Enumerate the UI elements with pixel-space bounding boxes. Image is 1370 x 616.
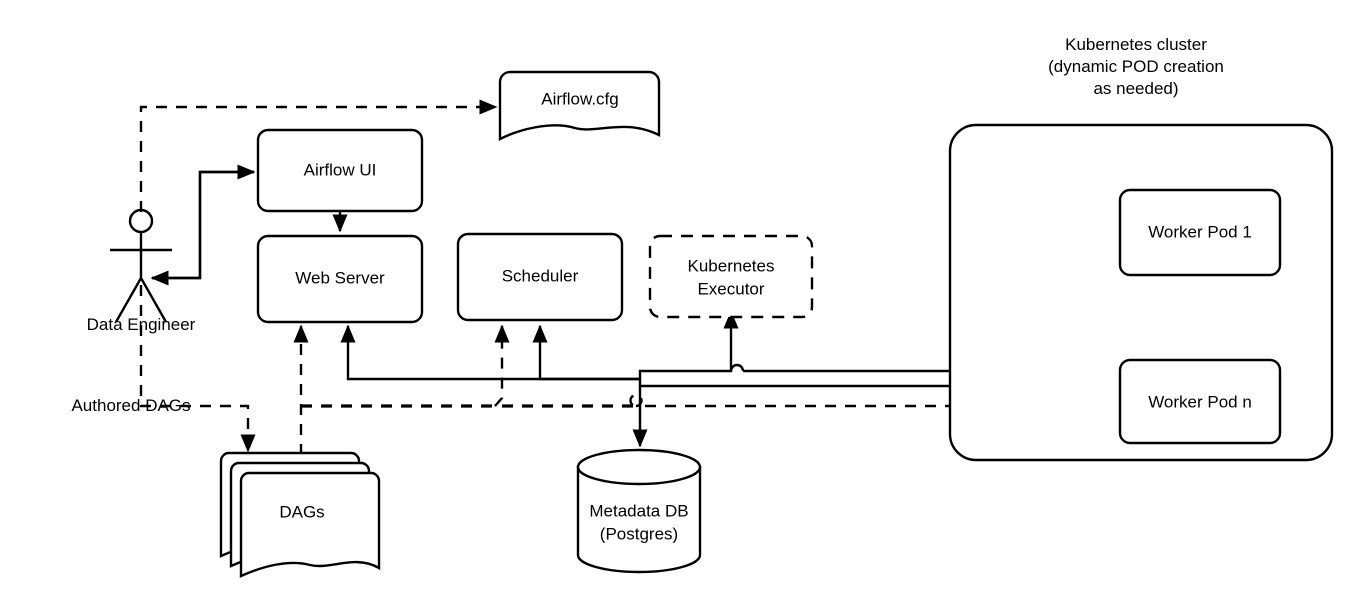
kubernetes-executor-label-line1: Kubernetes — [688, 256, 775, 275]
node-worker-pod-1[interactable]: Worker Pod 1 — [1118, 188, 1282, 277]
node-data-engineer[interactable]: Data Engineer — [87, 208, 196, 334]
node-kubernetes-executor[interactable]: Kubernetes Executor — [648, 234, 814, 319]
edge-authored-dags — [139, 285, 256, 453]
dags-label: DAGs — [279, 502, 324, 521]
node-worker-pod-n[interactable]: Worker Pod n — [1118, 358, 1282, 445]
worker-pod-1-label: Worker Pod 1 — [1148, 222, 1252, 241]
airflow-ui-label: Airflow UI — [304, 160, 377, 179]
node-airflow-cfg[interactable]: Airflow.cfg — [498, 70, 661, 141]
node-dags[interactable]: DAGs — [219, 451, 381, 578]
node-airflow-ui[interactable]: Airflow UI — [256, 128, 424, 213]
edge-metadata-db-to-web-server — [340, 324, 640, 381]
edge-label-authored-dags: Authored DAGs — [71, 396, 190, 415]
edge-executor-bus-jump-1 — [729, 363, 745, 372]
web-server-label: Web Server — [295, 268, 385, 287]
edge-data-engineer-to-airflow-cfg — [139, 99, 498, 212]
kubernetes-cluster-label-line1: Kubernetes cluster — [1065, 35, 1207, 54]
edge-metadata-db-to-scheduler — [532, 324, 640, 381]
node-web-server[interactable]: Web Server — [256, 234, 424, 324]
kubernetes-cluster-label-line2: (dynamic POD creation — [1048, 57, 1224, 76]
edge-metadata-db-to-kubernetes-executor — [638, 310, 739, 379]
edge-airflow-ui-to-data-engineer — [150, 170, 254, 286]
kubernetes-executor-label-line2: Executor — [697, 279, 764, 298]
node-scheduler[interactable]: Scheduler — [456, 232, 624, 322]
data-engineer-label: Data Engineer — [87, 315, 196, 334]
metadata-db-label-line1: Metadata DB — [589, 501, 688, 520]
worker-pod-n-label: Worker Pod n — [1148, 392, 1252, 411]
scheduler-label: Scheduler — [502, 266, 579, 285]
airflow-cfg-label: Airflow.cfg — [541, 89, 618, 108]
edge-dags-to-scheduler-riser — [494, 324, 510, 407]
metadata-db-label-line2: (Postgres) — [600, 524, 678, 543]
node-metadata-db[interactable]: Metadata DB (Postgres) — [576, 448, 702, 574]
kubernetes-cluster-label-line3: as needed) — [1093, 79, 1178, 98]
edge-data-engineer-to-airflow-ui — [152, 164, 256, 280]
